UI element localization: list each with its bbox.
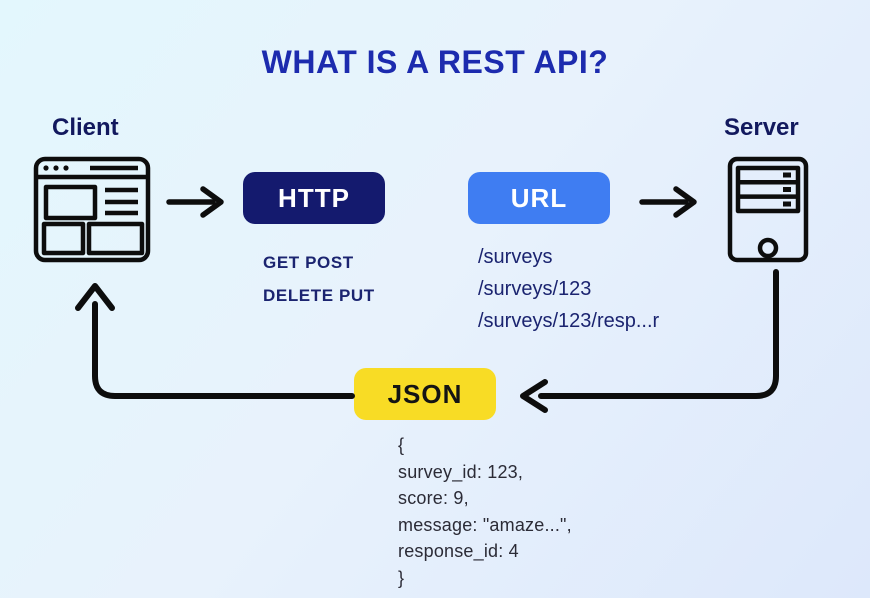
arrow-right-url-server-icon [638, 185, 700, 219]
json-code-line: score: 9, [398, 488, 469, 508]
http-methods: GET POST DELETE PUT [263, 246, 375, 312]
json-button-label: JSON [387, 378, 463, 409]
json-code-block: { survey_id: 123, score: 9, message: "am… [398, 432, 572, 591]
server-icon [727, 156, 809, 264]
browser-icon [33, 156, 151, 263]
server-label: Server [724, 114, 799, 141]
url-paths-list: /surveys /surveys/123 /surveys/123/resp.… [478, 241, 659, 337]
json-code-line: response_id: 4 [398, 541, 519, 561]
arrow-json-to-client-icon [75, 280, 357, 422]
url-button-label: URL [510, 182, 568, 213]
url-path-item: /surveys/123 [478, 278, 592, 300]
url-button: URL [468, 172, 610, 224]
http-button: HTTP [243, 172, 385, 224]
http-methods-line1: GET POST [263, 253, 354, 272]
client-label: Client [52, 114, 119, 141]
arrow-right-client-http-icon [165, 185, 227, 219]
json-code-line: survey_id: 123, [398, 461, 524, 482]
url-path-item: /surveys/123/resp...r [478, 310, 660, 332]
json-code-line: { [398, 435, 405, 455]
url-path-item: /surveys [478, 246, 553, 268]
http-methods-line2: DELETE PUT [263, 286, 375, 305]
json-code-line: } [398, 567, 405, 588]
arrow-server-to-json-icon [513, 262, 791, 420]
json-code-line: message: "amaze...", [398, 514, 572, 535]
page-title: WHAT IS A REST API? [261, 44, 609, 80]
json-button: JSON [354, 368, 496, 420]
http-button-label: HTTP [278, 182, 350, 213]
